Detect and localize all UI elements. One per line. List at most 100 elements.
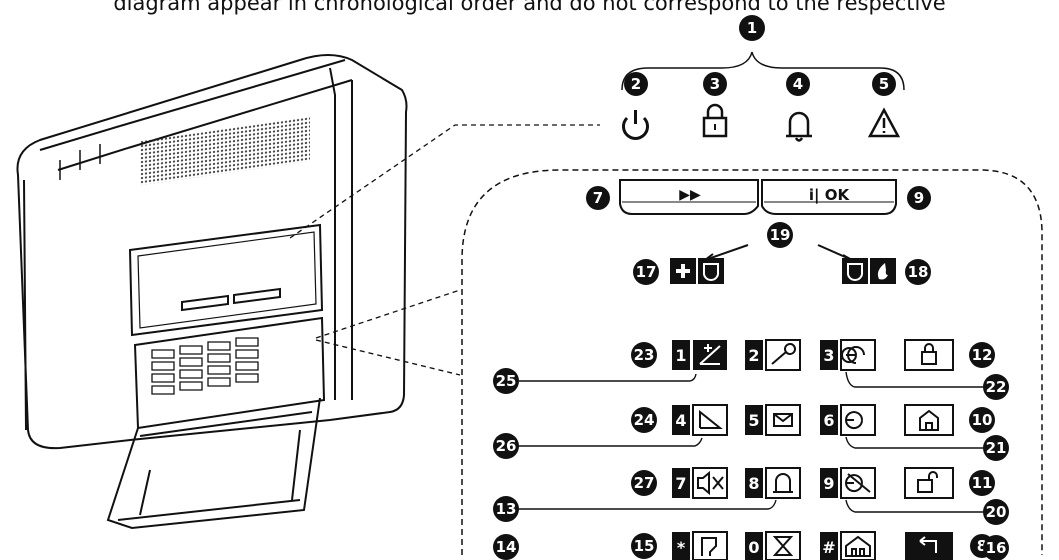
svg-text:22: 22 [986, 378, 1007, 396]
callout-4: 4 [786, 72, 810, 96]
display-leader [289, 124, 600, 239]
callout-5: 5 [872, 72, 896, 96]
callout-25: 25 [493, 368, 519, 394]
callout-9: 9 [907, 186, 931, 210]
callout-12: 12 [969, 342, 995, 368]
key-8-digit: 8 [748, 474, 759, 493]
chime-off-icon [845, 411, 863, 429]
mute-icon [697, 470, 724, 496]
svg-text:15: 15 [634, 537, 655, 555]
status-icons-group [621, 51, 905, 142]
key-5-digit: 5 [748, 411, 759, 430]
callout-26: 26 [493, 433, 519, 459]
svg-text:19: 19 [770, 226, 791, 244]
callout-16: 16 [983, 535, 1009, 560]
key-9[interactable]: 9 [820, 467, 876, 499]
key-hash-digit: # [822, 538, 835, 557]
flag-icon [701, 537, 717, 556]
key-8[interactable]: 8 [745, 467, 801, 499]
callout-21: 21 [983, 435, 1009, 461]
svg-text:4: 4 [793, 75, 803, 93]
callout-15: 15 [631, 533, 657, 559]
svg-text:18: 18 [908, 263, 929, 281]
svg-text:3: 3 [710, 75, 720, 93]
svg-text:2: 2 [631, 75, 641, 93]
callout-27: 27 [631, 470, 657, 496]
back-key[interactable] [905, 532, 953, 560]
key-2[interactable]: 2 [745, 339, 801, 371]
callout-20: 20 [983, 499, 1009, 525]
key-4-digit: 4 [675, 411, 686, 430]
svg-text:26: 26 [496, 437, 517, 455]
key-3-digit: 3 [823, 346, 834, 365]
power-icon [622, 110, 649, 140]
key-6[interactable]: 6 [820, 404, 876, 436]
key-9-digit: 9 [823, 474, 834, 493]
callout-18: 18 [905, 259, 931, 285]
zone-unbypass-icon [699, 409, 723, 429]
callout-7: 7 [586, 186, 610, 210]
svg-text:21: 21 [986, 439, 1007, 457]
zone-bypass-icon [699, 344, 721, 365]
svg-text:8: 8 [977, 537, 987, 555]
fire-key[interactable] [842, 258, 896, 284]
callout-3: 3 [703, 72, 727, 96]
svg-text:11: 11 [972, 474, 993, 492]
key-2-digit: 2 [748, 346, 759, 365]
svg-text:13: 13 [496, 500, 517, 518]
next-button[interactable]: ▶▶ [619, 179, 759, 215]
ok-button[interactable]: i| OK [761, 179, 897, 215]
hourglass-icon [772, 536, 794, 556]
callout-10: 10 [969, 407, 995, 433]
key-star[interactable]: * [672, 531, 728, 560]
callout-14: 14 [493, 534, 519, 560]
chime-mute-icon [845, 473, 871, 493]
svg-text:1: 1 [747, 19, 757, 37]
key-star-digit: * [677, 538, 686, 557]
keypad: 1 2 3 4 5 6 [672, 339, 954, 560]
key-4[interactable]: 4 [672, 404, 728, 436]
armed-lock-icon [702, 103, 728, 138]
svg-text:12: 12 [972, 346, 993, 364]
home-key[interactable] [904, 404, 954, 436]
microphone-icon [771, 343, 796, 365]
svg-text:24: 24 [634, 411, 655, 429]
svg-text:25: 25 [496, 372, 517, 390]
callout-24: 24 [631, 407, 657, 433]
keypad-zoom-bubble [461, 169, 1043, 555]
svg-text:14: 14 [496, 538, 517, 556]
callout-11: 11 [969, 470, 995, 496]
control-panel-device [16, 54, 408, 530]
svg-text:23: 23 [634, 346, 655, 364]
callout-22: 22 [983, 374, 1009, 400]
key-hash[interactable]: # [820, 531, 876, 560]
svg-text:10: 10 [972, 411, 993, 429]
svg-text:16: 16 [986, 539, 1007, 557]
chime-play-icon [841, 346, 865, 364]
key-7[interactable]: 7 [672, 467, 728, 499]
emergency-key[interactable] [670, 258, 724, 284]
callout-leaders [515, 371, 985, 560]
key-1[interactable]: 1 [672, 340, 727, 370]
bell-icon [786, 111, 812, 142]
key-3[interactable]: 3 [820, 339, 876, 371]
disarm-key[interactable] [904, 467, 954, 499]
key-7-digit: 7 [675, 474, 686, 493]
away-key[interactable] [904, 339, 954, 371]
callout-13: 13 [493, 496, 519, 522]
latchkey-home-icon [845, 535, 871, 557]
siren-icon [773, 473, 793, 493]
svg-text:7: 7 [593, 189, 603, 207]
callout-19: 19 [767, 222, 793, 248]
svg-text:20: 20 [986, 503, 1007, 521]
svg-text:17: 17 [636, 263, 657, 281]
svg-text:27: 27 [634, 474, 655, 492]
key-0-digit: 0 [748, 538, 759, 557]
svg-text:9: 9 [914, 189, 924, 207]
key-0[interactable]: 0 [745, 531, 801, 560]
key-5[interactable]: 5 [745, 404, 801, 436]
next-button-label: ▶▶ [679, 187, 701, 203]
callout-1: 1 [739, 15, 765, 41]
ok-button-label: i| OK [809, 186, 851, 205]
